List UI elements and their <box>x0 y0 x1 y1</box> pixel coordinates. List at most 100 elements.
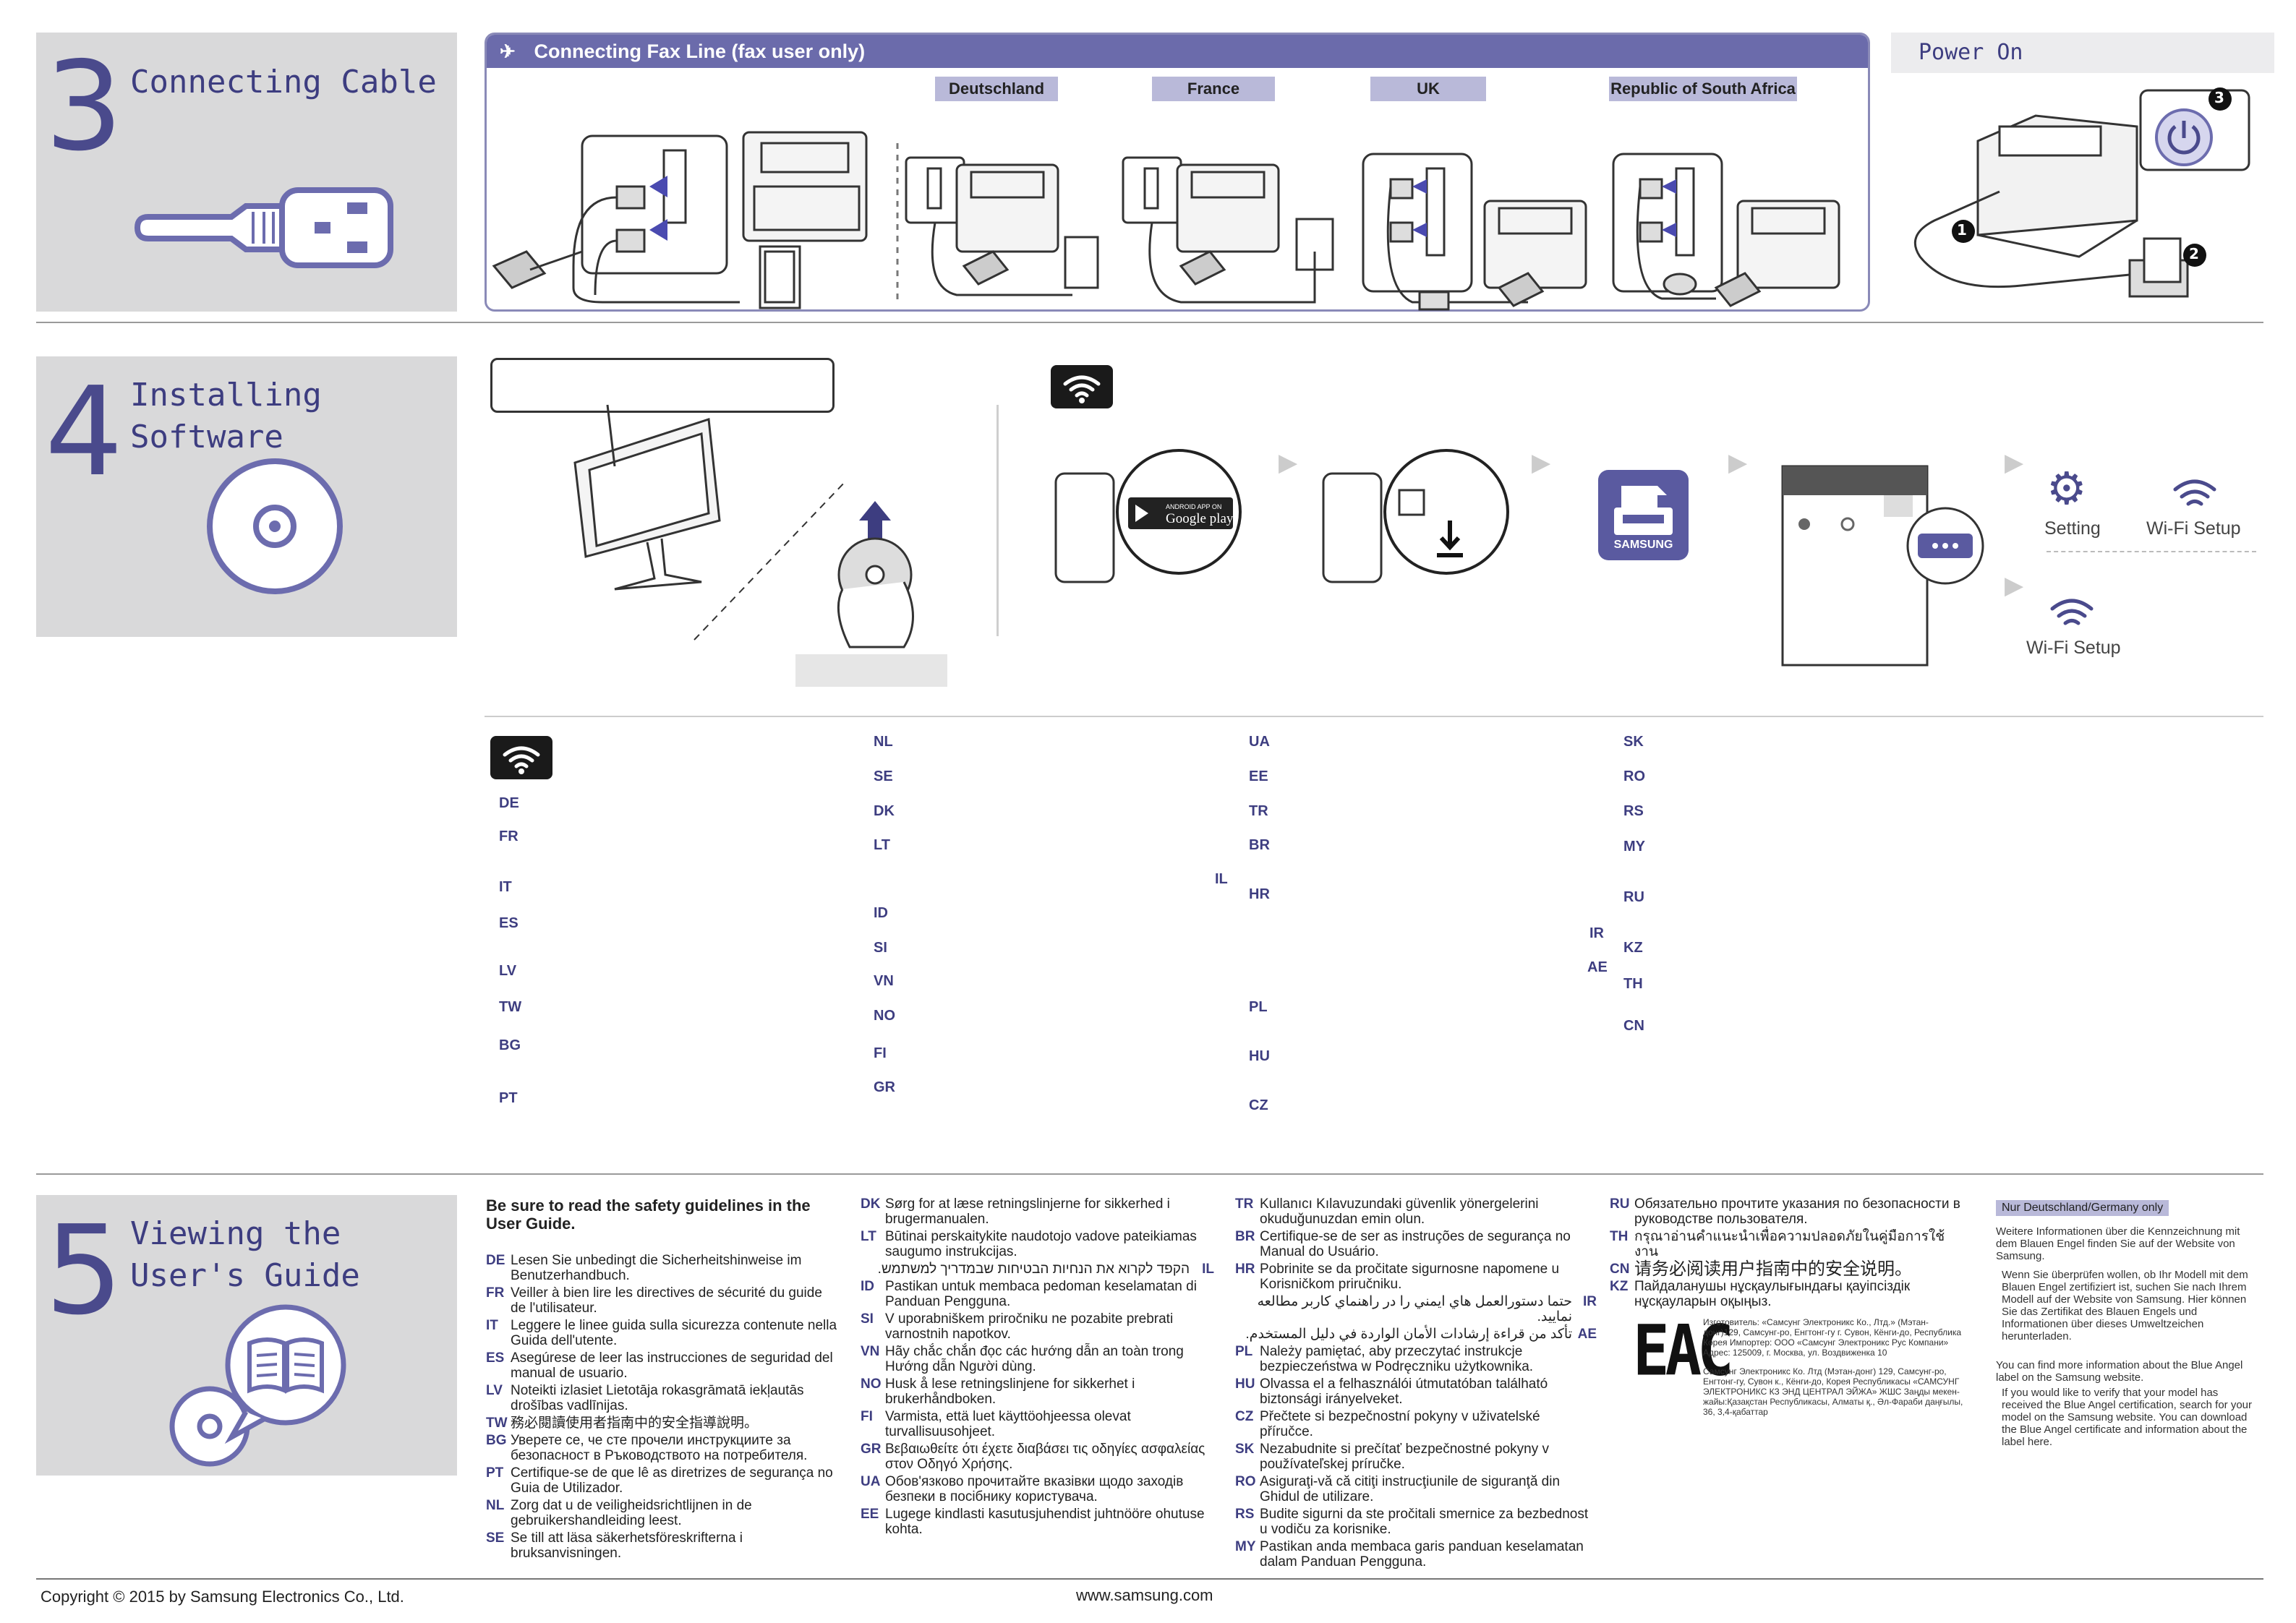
de-only-badge: Nur Deutschland/Germany only <box>1996 1200 2169 1216</box>
lang-code: GR <box>861 1442 882 1457</box>
guide-entry: SI V uporabniškem priročniku ne pozabite … <box>861 1311 1219 1342</box>
lang-text: V uporabniškem priročniku ne pozabite pr… <box>885 1311 1174 1342</box>
country-code: SK <box>1623 734 1644 750</box>
step5-panel: 5 Viewing the User's Guide <box>36 1195 457 1476</box>
guide-entry: MY Pastikan anda membaca garis panduan ke… <box>1235 1539 1604 1570</box>
country-code: IT <box>499 879 512 895</box>
eac-text-2: Самсунг Электроникс Ко. Лтд (Мэтан-донг)… <box>1703 1366 1963 1417</box>
monitor-illustration <box>573 404 721 591</box>
wifi-icon <box>1051 365 1113 408</box>
country-code: SI <box>874 940 887 956</box>
lang-code: EE <box>861 1507 879 1522</box>
guide-col3: TR Kullanıcı Kılavuzundaki güvenlik yöner… <box>1235 1196 1604 1572</box>
users-guide-icon <box>169 1304 346 1467</box>
step5-title: Viewing the User's Guide <box>130 1215 360 1294</box>
lang-code: SI <box>861 1311 874 1327</box>
cd-insert-illustration <box>694 480 914 648</box>
lang-code: RU <box>1610 1196 1630 1212</box>
samsung-app-icon[interactable]: SAMSUNG <box>1598 470 1689 560</box>
chevron-right-icon: ▶ <box>2005 448 2024 477</box>
lang-text: 请务必阅读用户指南中的安全说明。 <box>1634 1259 1912 1279</box>
lang-text: Kullanıcı Kılavuzundaki güvenlik yönerge… <box>1260 1196 1539 1227</box>
lang-text: Būtinai perskaitykite naudotojo vadove p… <box>885 1229 1197 1259</box>
eac-logo: EAC <box>1633 1310 1734 1392</box>
lang-text: Уверете се, че сте прочели инструкциите … <box>511 1433 808 1463</box>
lang-code: HU <box>1235 1376 1255 1392</box>
country-code: IR <box>1589 925 1604 941</box>
lang-code: RO <box>1235 1474 1256 1489</box>
country-code: UA <box>1249 734 1270 750</box>
lang-code: BG <box>486 1433 507 1448</box>
country-code: MY <box>1623 839 1645 855</box>
lang-text: Należy pamiętać, aby przeczytać instrukc… <box>1260 1344 1534 1374</box>
country-code: DK <box>874 803 895 819</box>
chevron-right-icon: ▶ <box>1728 448 1748 477</box>
samsung-app-label: SAMSUNG <box>1613 539 1673 551</box>
lang-text: Asiguraţi-vă că citiţi instrucţiunile de… <box>1260 1474 1561 1504</box>
step3-panel: 3 Connecting Cable <box>36 33 457 312</box>
fax-connection-diagrams <box>492 131 1840 311</box>
lang-code: MY <box>1235 1539 1256 1554</box>
lang-text: 務必閱讀使用者指南中的安全指導說明。 <box>511 1416 759 1431</box>
lang-text: تأكد من قراءة إرشادات الأمان الواردة في … <box>1245 1327 1572 1342</box>
blue-angel-en-text-1: You can find more information about the … <box>1996 1359 2243 1384</box>
wifi-setup-icon <box>2173 479 2216 506</box>
google-play-badge[interactable]: Google play <box>1166 511 1234 526</box>
lang-text: Husk å lese retningslinjene for sikkerhe… <box>885 1376 1135 1407</box>
country-code: BR <box>1249 837 1270 853</box>
gear-icon: ⚙ <box>2047 462 2087 515</box>
lang-text: Přečtete si bezpečnostní pokyny v uživat… <box>1260 1409 1540 1439</box>
country-code: FI <box>874 1045 887 1061</box>
lang-text: Budite sigurni da ste pročitali smernice… <box>1260 1507 1589 1537</box>
google-play-small-text: ANDROID APP ON <box>1166 503 1222 510</box>
divider-3 <box>36 1173 2263 1175</box>
step5-number: 5 <box>45 1199 124 1342</box>
country-code: TW <box>499 999 522 1015</box>
country-code: CN <box>1623 1018 1644 1034</box>
country-code: BG <box>499 1037 521 1053</box>
lang-text: Pobrinite se da pročitate sigurnosne nap… <box>1260 1262 1560 1292</box>
lang-code: TH <box>1610 1229 1629 1244</box>
lang-code: LT <box>861 1229 876 1244</box>
wifi-setup-label-2: Wi-Fi Setup <box>2026 638 2121 658</box>
cd-icon <box>207 458 343 594</box>
country-code: NL <box>874 734 893 750</box>
lang-code: PL <box>1235 1344 1253 1359</box>
step4-number: 4 <box>45 361 124 504</box>
blue-angel-de-text-1: Weitere Informationen über die Kennzeich… <box>1996 1225 2240 1262</box>
dashed-separator <box>2047 551 2256 552</box>
country-code: RU <box>1623 889 1644 905</box>
lang-code: FR <box>486 1285 505 1301</box>
lang-code: AE <box>1577 1327 1597 1342</box>
step4-title: Installing Software <box>130 377 322 455</box>
website-link[interactable]: www.samsung.com <box>1076 1586 1213 1604</box>
speech-bubble <box>490 358 835 413</box>
lang-code: DE <box>486 1253 505 1268</box>
lang-code: TR <box>1235 1196 1254 1212</box>
lang-code: DK <box>861 1196 881 1212</box>
country-code: NO <box>874 1008 895 1024</box>
lang-text: Pastikan anda membaca garis panduan kese… <box>1260 1539 1584 1570</box>
country-code: RO <box>1623 768 1645 784</box>
app-more-menu-illustration <box>1781 465 1984 667</box>
vertical-divider <box>997 405 999 636</box>
country-code: AE <box>1587 959 1608 975</box>
power-on-panel: Power On 1 2 3 <box>1891 33 2274 311</box>
wifi-setup-label-1: Wi-Fi Setup <box>2146 518 2241 539</box>
country-code: PL <box>1249 999 1268 1015</box>
lang-code: FI <box>861 1409 873 1424</box>
blue-angel-de-text-2: Wenn Sie überprüfen wollen, ob Ihr Model… <box>2002 1269 2248 1342</box>
lang-text: Обов'язково прочитайте вказівки щодо зах… <box>885 1474 1184 1504</box>
country-code: ES <box>499 915 518 931</box>
